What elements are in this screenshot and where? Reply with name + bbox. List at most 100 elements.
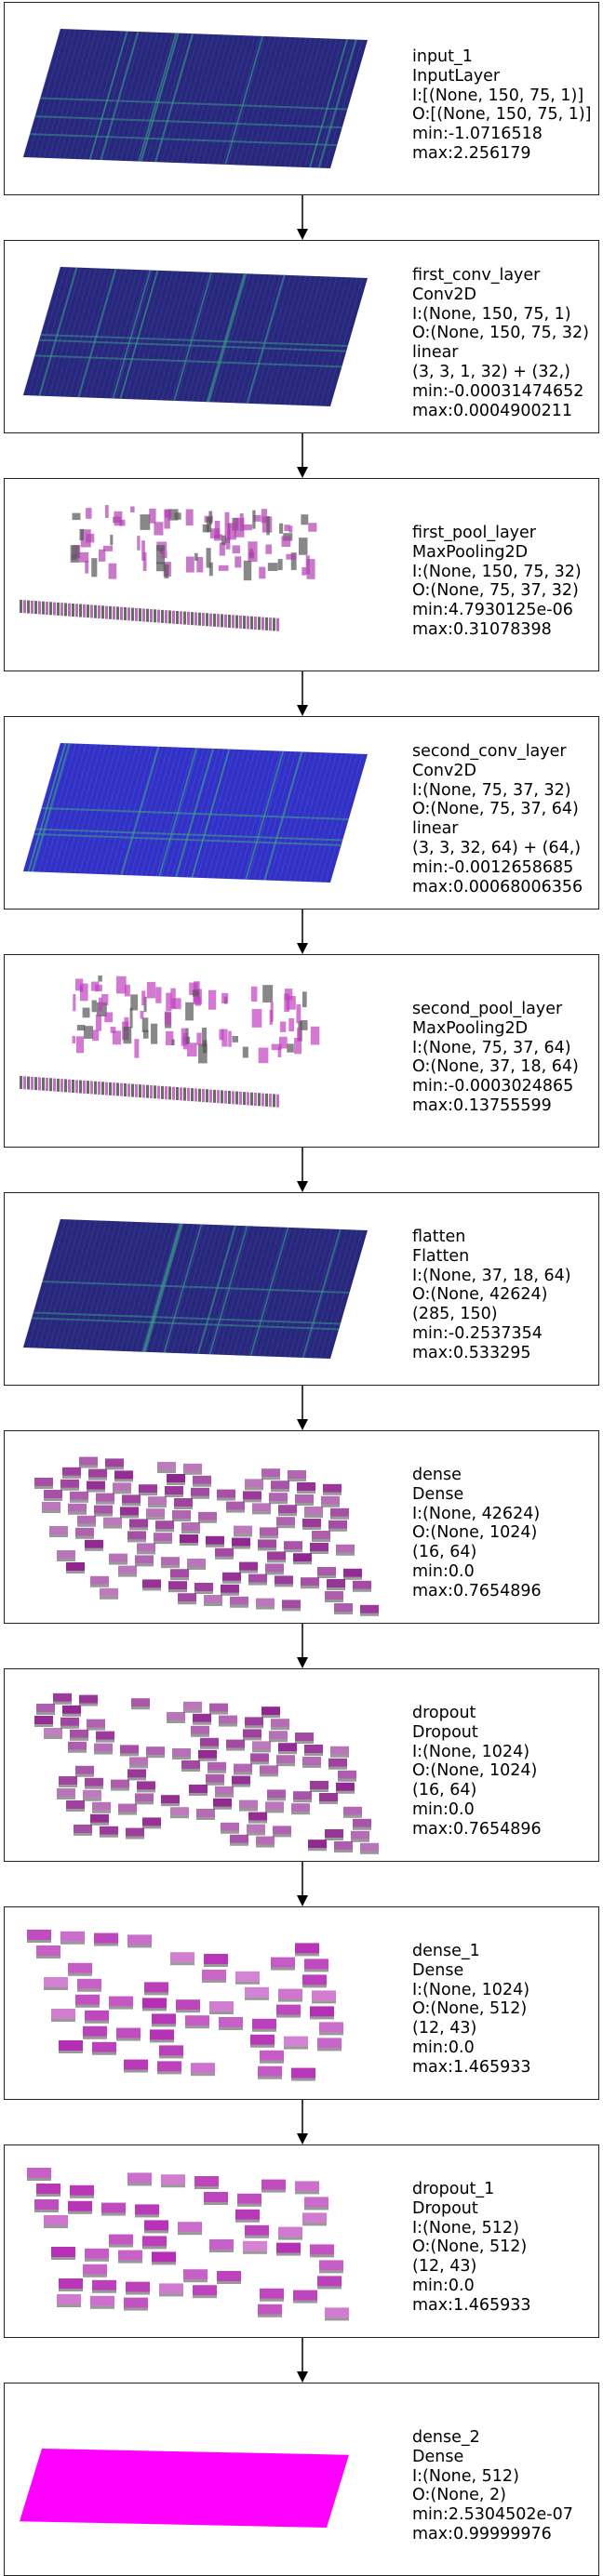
layer-input-shape: I:(None, 42624) — [412, 1504, 541, 1523]
layer-max-value: max:0.31078398 — [412, 619, 552, 639]
layer-texture — [20, 505, 317, 631]
layer-output-shape: O:(None, 1024) — [412, 1761, 538, 1781]
layer-texture — [22, 266, 363, 406]
connector-arrow — [297, 671, 308, 716]
layer-name: dropout — [412, 1704, 476, 1722]
layer-texture — [27, 2168, 349, 2321]
layer-output-shape: O:(None, 75, 37, 32) — [412, 581, 579, 601]
layer-activation-visual — [22, 266, 368, 406]
layer-output-shape: O:(None, 1024) — [412, 1523, 538, 1543]
layer-min-value: min:-0.0003024865 — [412, 1077, 574, 1096]
layer-input-shape: I:(None, 1024) — [412, 1742, 530, 1761]
layer-activation-visual — [34, 1693, 379, 1854]
layer-texture — [34, 1693, 379, 1854]
layer-max-value: max:1.465933 — [412, 2295, 531, 2315]
layer-max-value: max:0.00068006356 — [412, 877, 583, 896]
layer-name: second_pool_layer — [412, 1000, 563, 1018]
layer-name: input_1 — [412, 47, 473, 66]
layer-input-shape: I:(None, 1024) — [412, 1980, 530, 1999]
layer-max-value: max:1.465933 — [412, 2057, 531, 2077]
layer-min-value: min:-1.0716518 — [412, 125, 543, 144]
connector-arrow — [297, 910, 308, 954]
layer-name: first_pool_layer — [412, 524, 536, 542]
layer-output-shape: O:(None, 42624) — [412, 1285, 548, 1305]
layer-min-value: min:0.0 — [412, 2038, 475, 2057]
layer-name: dropout_1 — [412, 2180, 495, 2198]
layer-name: first_conv_layer — [412, 266, 541, 285]
layer-min-value: min:-0.00031474652 — [412, 381, 584, 401]
connector-arrow — [297, 1148, 308, 1192]
layer-texture — [20, 975, 320, 1108]
layer-name: dense — [412, 1466, 462, 1484]
layer-name: flatten — [412, 1228, 466, 1246]
layer-name: second_conv_layer — [412, 742, 567, 761]
layer-plane — [23, 1219, 368, 1359]
layer-extra-info: (3, 3, 1, 32) + (32,) — [412, 362, 570, 381]
layer-min-value: min:2.5304502e-07 — [412, 2505, 573, 2525]
connector-arrow — [297, 2100, 308, 2144]
layer-type: InputLayer — [412, 66, 501, 86]
layer-output-shape: O:(None, 2) — [412, 2486, 506, 2505]
layer-extra-info: (285, 150) — [412, 1305, 498, 1324]
layer-output-shape: O:(None, 150, 75, 32) — [412, 324, 589, 343]
layer-min-value: min:4.7930125e-06 — [412, 601, 573, 620]
layer-activation-visual — [20, 975, 320, 1108]
layer-type: MaxPooling2D — [412, 1018, 529, 1038]
layer-max-value: max:0.13755599 — [412, 1095, 552, 1115]
layer-min-value: min:0.0 — [412, 2276, 475, 2295]
connector-arrow — [297, 1862, 308, 1906]
layer-extra-info: (16, 64) — [412, 1543, 477, 1562]
layer-texture — [27, 1930, 343, 2081]
layer-extra-info: (16, 64) — [412, 1781, 477, 1800]
layer-activation-visual — [34, 1456, 379, 1616]
layer-input-shape: I:(None, 150, 75, 1) — [412, 304, 571, 324]
layer-texture — [34, 1456, 379, 1616]
layer-type: Conv2D — [412, 761, 476, 780]
layer-texture — [22, 28, 363, 168]
layer-output-shape: O:(None, 75, 37, 64) — [412, 800, 579, 819]
layer-type: Dropout — [412, 2198, 478, 2218]
layer-extra-info: linear — [412, 819, 459, 839]
layer-activation-visual — [22, 1218, 368, 1359]
layer-max-value: max:0.7654896 — [412, 1819, 542, 1839]
layer-plane — [20, 2449, 349, 2528]
layer-output-shape: O:(None, 512) — [412, 2237, 528, 2257]
layer-activation-visual — [22, 28, 368, 168]
layer-type: Conv2D — [412, 285, 476, 304]
connector-arrow — [297, 1386, 308, 1430]
layer-input-shape: I:(None, 512) — [412, 2466, 519, 2486]
layer-extra-info: (12, 43) — [412, 2257, 477, 2277]
layer-extra-info: (3, 3, 32, 64) + (64,) — [412, 838, 582, 857]
layer-type: Flatten — [412, 1246, 470, 1266]
layer-extra-info: linear — [412, 343, 459, 363]
layer-texture — [22, 1218, 363, 1359]
connector-arrow — [297, 2338, 308, 2383]
connector-arrow — [297, 1624, 308, 1668]
layer-name: dense_2 — [412, 2428, 480, 2447]
layer-type: Dense — [412, 1484, 464, 1504]
connector-arrow — [297, 195, 308, 240]
layer-activation-visual — [27, 2168, 349, 2321]
layer-output-shape: O:(None, 512) — [412, 1999, 528, 2019]
layer-input-shape: I:(None, 512) — [412, 2218, 519, 2237]
